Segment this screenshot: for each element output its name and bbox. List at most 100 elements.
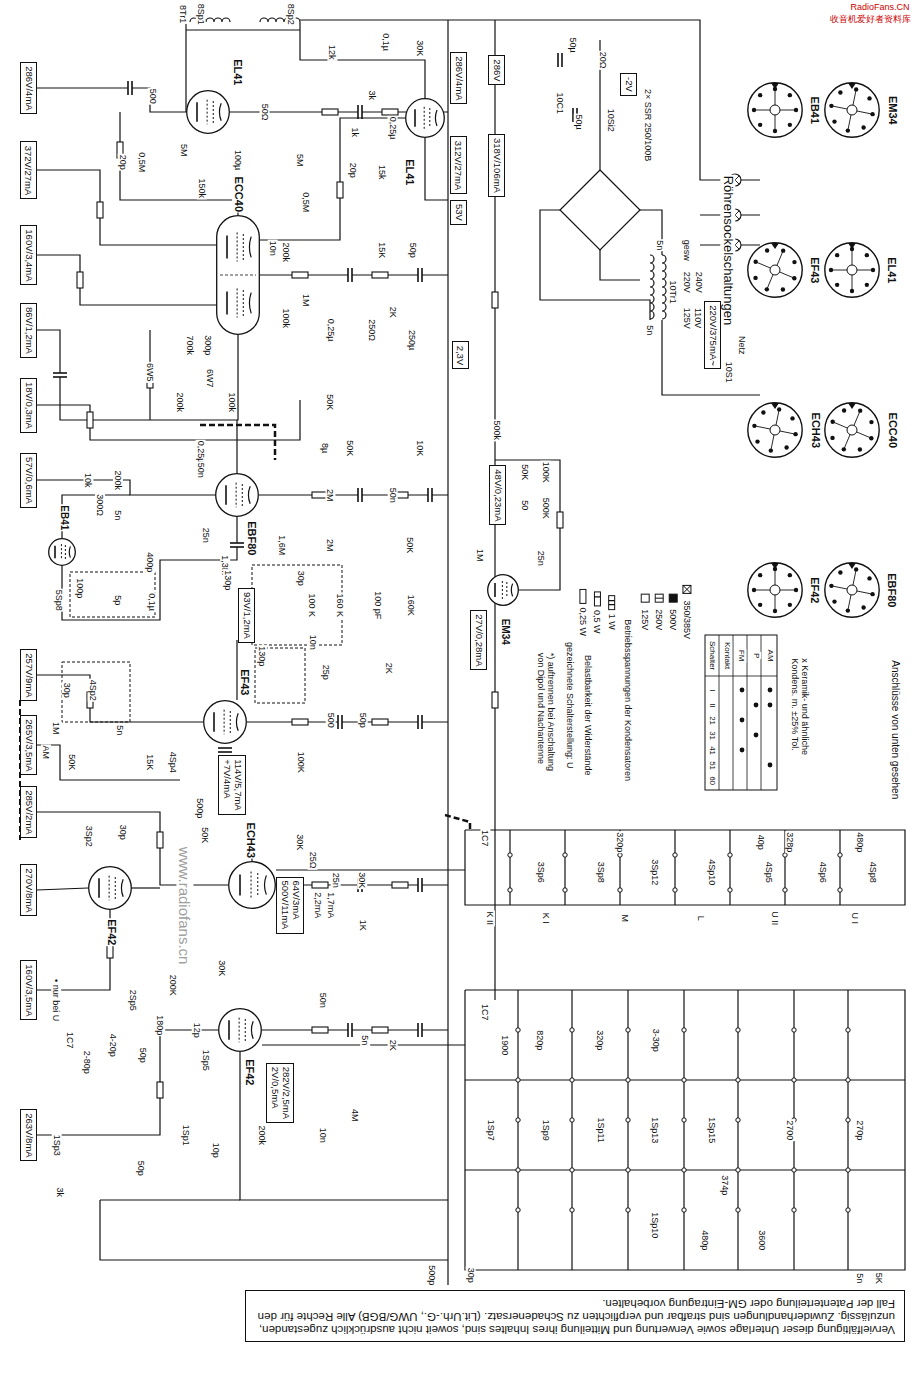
box-content: 160V/3,4mA (23, 229, 34, 281)
component-value: 1C7 (65, 1031, 75, 1050)
component-value: 1K (357, 919, 367, 932)
component-value: 100 pF (373, 590, 383, 620)
component-value: 240V (693, 271, 703, 294)
wire (839, 830, 840, 905)
tube-envelope (49, 539, 76, 566)
tube-grid (502, 581, 503, 599)
table-cell: Kontakt (722, 641, 731, 670)
tube-grid (239, 1018, 240, 1043)
legend-sample (654, 590, 664, 606)
socket-key (847, 265, 857, 275)
tube-envelope (215, 473, 259, 517)
voltage-box: 263V/8mA (20, 1109, 37, 1161)
component-value: 5n (655, 239, 665, 251)
component-value: gesw (681, 239, 691, 262)
component-value: 5n (855, 1272, 865, 1284)
voltage-box: 286V/4mA (450, 52, 467, 104)
component-value: 1900 (500, 1034, 510, 1056)
component-value: 2M (325, 538, 335, 553)
socket-diagram: ECC40 (824, 402, 880, 458)
component-value: 0,25µ (325, 318, 335, 343)
component-value: 0,5M (137, 151, 147, 173)
socket-outline (824, 82, 880, 138)
tube-symbol: EBF80 (215, 473, 259, 517)
box-content: -2V (622, 77, 633, 92)
voltage-reading: 160V/3,4mA (23, 229, 34, 281)
box-content: 86V/1,2mA (23, 306, 34, 353)
table-dot (768, 688, 773, 693)
voltage-box: 285V/2mA (20, 786, 37, 838)
component-value: 180p (155, 1014, 165, 1036)
socket-pin (788, 603, 792, 607)
component-value: 10S1 (723, 361, 733, 384)
component-value: 1Sp1 (180, 1124, 190, 1147)
socket-outline (747, 82, 803, 138)
component-value: 500 (147, 88, 157, 105)
switch-contact (618, 853, 622, 857)
component-value: 50p (357, 712, 367, 729)
component-value: 4Sp6 (817, 861, 827, 884)
tube-plate (54, 546, 56, 558)
table-cell: 41 (707, 745, 716, 756)
tube-type: EL41 (886, 257, 899, 283)
switch-contact (783, 853, 787, 857)
component-value: 0,25µ (387, 116, 397, 141)
component-value: 40p (755, 834, 765, 851)
wire (37, 400, 300, 440)
tube-type: EF43 (809, 257, 822, 283)
component-value: 3Sp12 (650, 858, 660, 886)
wire (674, 830, 675, 905)
tube-plate (414, 109, 416, 127)
component-value: 10n (307, 634, 317, 651)
component-value: 25n (200, 527, 210, 544)
capacitor-symbol (230, 546, 244, 548)
component-value: K II (485, 910, 495, 926)
tube-grid (115, 877, 116, 899)
table-cell: 51 (707, 760, 716, 771)
table-cell: 21 (707, 715, 716, 726)
socket-outline (748, 243, 802, 297)
switch-contact (570, 1118, 574, 1122)
component-value: 30K (415, 39, 425, 57)
component-value: 130p (257, 645, 267, 667)
component-value: 300p (203, 334, 213, 356)
switch-contact (682, 1208, 686, 1212)
component-value: 10n (267, 240, 277, 257)
socket-pin (765, 287, 769, 291)
voltage-reading: 318V/106mA (491, 137, 502, 192)
transformer-core (186, 30, 300, 31)
component-value: 50K (405, 536, 415, 554)
wire (37, 745, 180, 780)
socket-pin (753, 276, 757, 280)
tube-type: ECC40 (232, 175, 245, 212)
copyright-notice: Vervielfältigung dieser Unterlage sowie … (245, 1290, 905, 1342)
tube-envelope (488, 575, 519, 606)
component-value: 1,6M (277, 534, 287, 556)
capacitor-symbol (53, 372, 67, 374)
switch-contact (846, 1208, 850, 1212)
switch-contact (846, 1168, 850, 1172)
voltage-reading: 48V/0,23mA (492, 469, 503, 521)
switch-contact (846, 1078, 850, 1082)
component-value: 160 K (335, 592, 345, 618)
voltage-reading: 220V/375mA~ (707, 305, 718, 365)
component-value: AM (41, 744, 51, 760)
component-value: RadioFans.CN (850, 2, 911, 12)
component-value: 5p (113, 594, 123, 606)
box-content: 27V/0,28mA (473, 614, 484, 666)
table-dot (740, 748, 745, 753)
component-value: 500 (325, 712, 335, 729)
socket-outline (825, 83, 879, 137)
table-dot (740, 718, 745, 723)
component-value: 2K (383, 662, 393, 675)
table-dot (754, 733, 759, 738)
socket-pin (758, 93, 762, 97)
component-value: 300Ω (95, 493, 105, 517)
socket-notch (771, 403, 779, 409)
wire (259, 494, 448, 495)
socket-pin (781, 248, 785, 252)
voltage-reading: 263V/8mA (23, 1113, 34, 1157)
socket-notch (848, 563, 856, 569)
tube-grid (109, 876, 110, 901)
socket-pin (861, 605, 865, 609)
